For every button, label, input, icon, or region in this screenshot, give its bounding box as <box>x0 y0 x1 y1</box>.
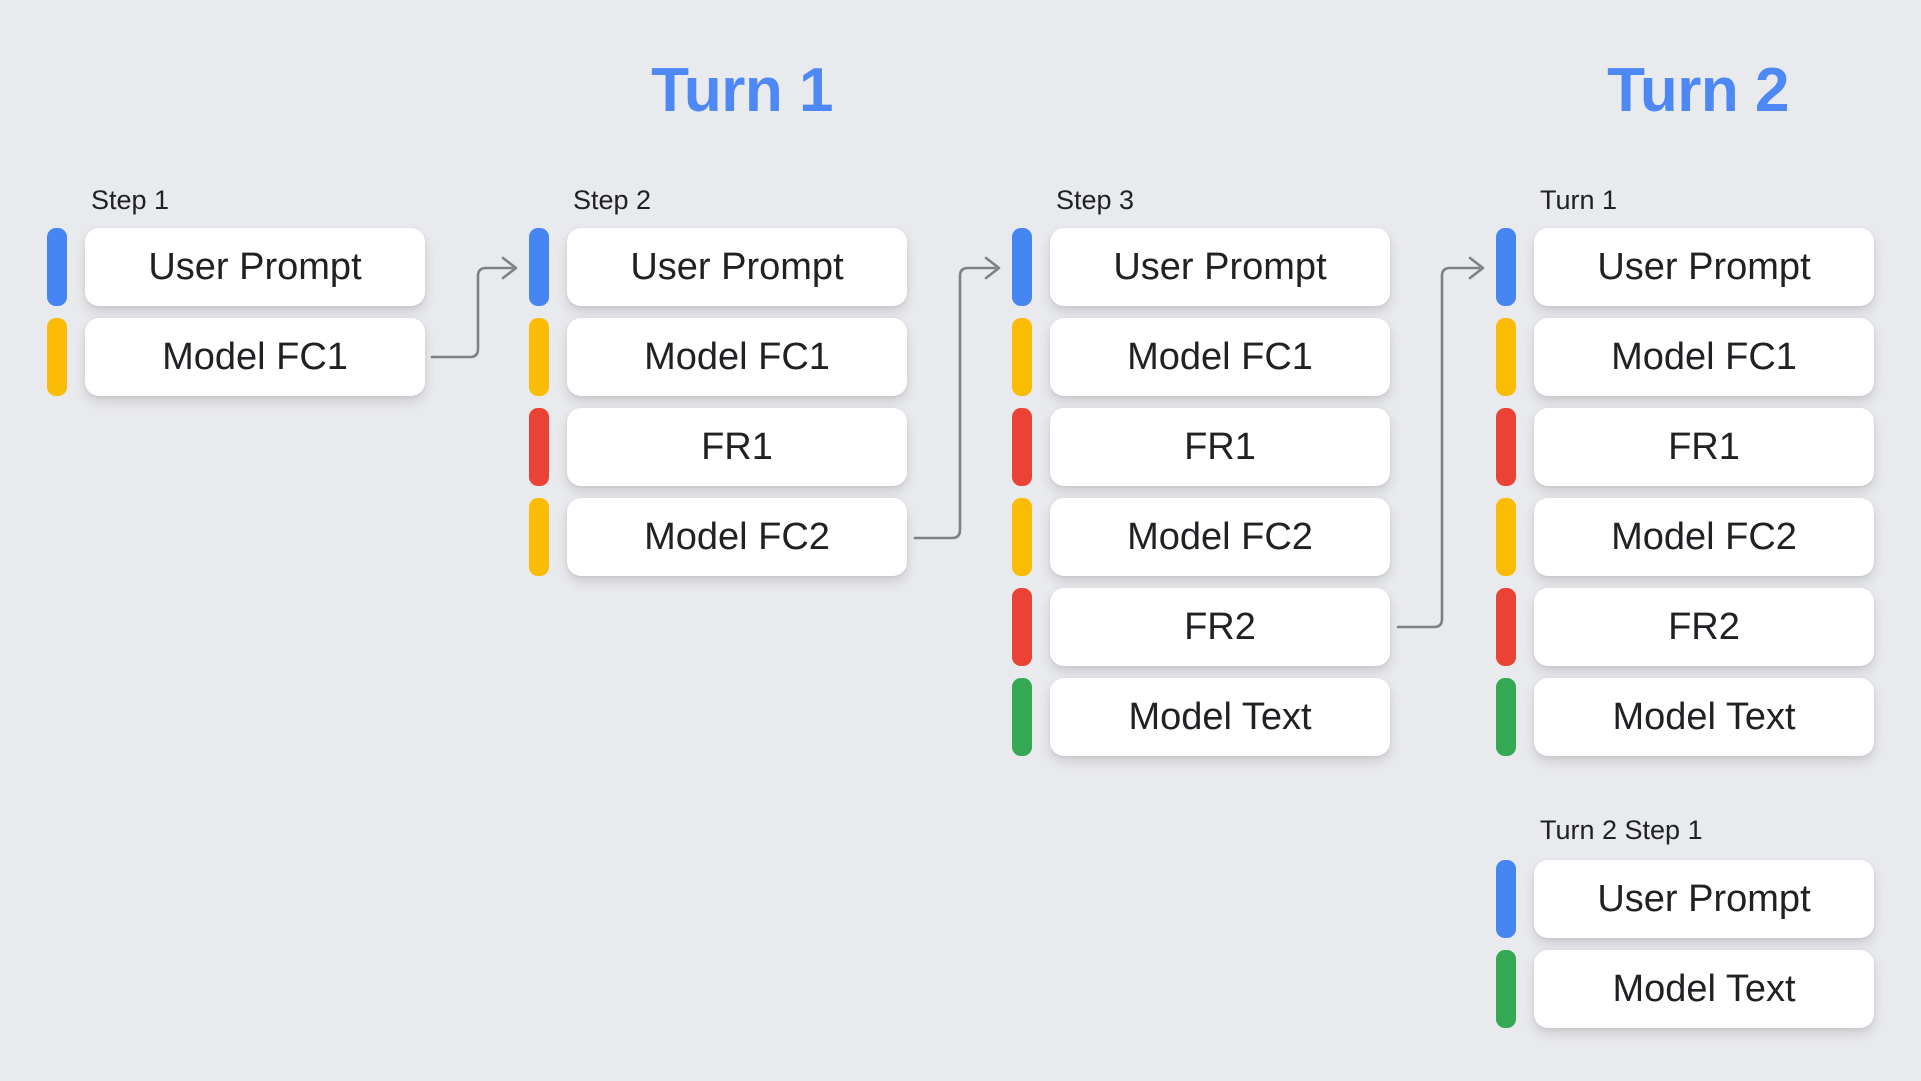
card-label: Model FC2 <box>1611 515 1797 558</box>
column-label: Turn 2 Step 1 <box>1540 815 1703 845</box>
flow-row: Model Text <box>1012 678 1390 756</box>
flow-row: FR1 <box>529 408 907 486</box>
function-response-bar <box>529 408 549 486</box>
flow-row: FR2 <box>1012 588 1390 666</box>
user-prompt-bar <box>1496 228 1516 306</box>
flow-card: Model FC1 <box>85 318 425 396</box>
model-fc-bar <box>47 318 67 396</box>
card-label: User Prompt <box>148 245 362 288</box>
card-label: Model FC1 <box>162 335 348 378</box>
model-fc-bar <box>1012 318 1032 396</box>
turn1-heading: Turn 1 <box>651 56 833 125</box>
user-prompt-bar <box>1496 860 1516 938</box>
card-label: User Prompt <box>1113 245 1327 288</box>
flow-row: User Prompt <box>1496 228 1874 306</box>
card-label: Model Text <box>1128 695 1312 738</box>
function-response-bar <box>1496 588 1516 666</box>
flow-card: FR1 <box>1534 408 1874 486</box>
flow-row: User Prompt <box>529 228 907 306</box>
user-prompt-bar <box>47 228 67 306</box>
flow-card: FR2 <box>1534 588 1874 666</box>
flow-card: Model FC2 <box>1534 498 1874 576</box>
model-text-bar <box>1496 950 1516 1028</box>
card-label: Model Text <box>1612 695 1796 738</box>
flow-card: User Prompt <box>1534 228 1874 306</box>
column-label: Step 2 <box>573 185 652 215</box>
user-prompt-bar <box>529 228 549 306</box>
column-label: Step 3 <box>1056 185 1135 215</box>
card-label: FR1 <box>1184 425 1256 468</box>
card-label: FR2 <box>1184 605 1256 648</box>
card-label: Model FC2 <box>644 515 830 558</box>
flow-row: Model FC1 <box>1496 318 1874 396</box>
model-fc-bar <box>1012 498 1032 576</box>
flow-card: User Prompt <box>1534 860 1874 938</box>
function-response-bar <box>1496 408 1516 486</box>
card-label: Model Text <box>1612 967 1796 1010</box>
flow-card: Model FC1 <box>567 318 907 396</box>
model-fc-bar <box>1496 498 1516 576</box>
flow-card: Model Text <box>1050 678 1390 756</box>
card-label: FR2 <box>1668 605 1740 648</box>
card-label: Model FC2 <box>1127 515 1313 558</box>
flow-card: Model FC2 <box>1050 498 1390 576</box>
flow-card: Model FC1 <box>1534 318 1874 396</box>
flow-card: User Prompt <box>1050 228 1390 306</box>
flow-row: FR2 <box>1496 588 1874 666</box>
flow-row: Model Text <box>1496 950 1874 1028</box>
column-label: Turn 1 <box>1540 185 1618 215</box>
arrow-step2-to-step3-head <box>984 256 1001 280</box>
model-fc-bar <box>529 318 549 396</box>
arrow-step3-to-turn1-head <box>1468 256 1485 280</box>
flow-card: User Prompt <box>85 228 425 306</box>
flow-card: Model FC2 <box>567 498 907 576</box>
flow-row: User Prompt <box>1496 860 1874 938</box>
flow-row: User Prompt <box>47 228 425 306</box>
flow-row: Model Text <box>1496 678 1874 756</box>
turn2-heading: Turn 2 <box>1607 56 1789 125</box>
card-label: Model FC1 <box>1127 335 1313 378</box>
card-label: Model FC1 <box>1611 335 1797 378</box>
flow-card: FR1 <box>1050 408 1390 486</box>
flow-row: Model FC1 <box>529 318 907 396</box>
flow-card: User Prompt <box>567 228 907 306</box>
model-text-bar <box>1012 678 1032 756</box>
flow-card: Model Text <box>1534 950 1874 1028</box>
model-fc-bar <box>1496 318 1516 396</box>
card-label: User Prompt <box>1597 245 1811 288</box>
arrow-step3-to-turn1 <box>1396 266 1481 629</box>
card-label: Model FC1 <box>644 335 830 378</box>
column-label: Step 1 <box>91 185 170 215</box>
card-label: FR1 <box>1668 425 1740 468</box>
flow-card: FR1 <box>567 408 907 486</box>
card-label: FR1 <box>701 425 773 468</box>
arrow-step2-to-step3 <box>913 266 997 540</box>
arrow-step1-to-step2-head <box>501 256 518 280</box>
flow-card: Model FC1 <box>1050 318 1390 396</box>
flow-row: Model FC2 <box>1496 498 1874 576</box>
flow-row: FR1 <box>1496 408 1874 486</box>
flow-row: User Prompt <box>1012 228 1390 306</box>
function-response-bar <box>1012 588 1032 666</box>
model-fc-bar <box>529 498 549 576</box>
user-prompt-bar <box>1012 228 1032 306</box>
flow-row: Model FC1 <box>1012 318 1390 396</box>
flow-row: FR1 <box>1012 408 1390 486</box>
card-label: User Prompt <box>630 245 844 288</box>
flow-row: Model FC2 <box>1012 498 1390 576</box>
model-text-bar <box>1496 678 1516 756</box>
card-label: User Prompt <box>1597 877 1811 920</box>
flow-row: Model FC2 <box>529 498 907 576</box>
function-response-bar <box>1012 408 1032 486</box>
flow-card: Model Text <box>1534 678 1874 756</box>
flow-card: FR2 <box>1050 588 1390 666</box>
flow-row: Model FC1 <box>47 318 425 396</box>
arrow-step1-to-step2 <box>430 266 514 359</box>
